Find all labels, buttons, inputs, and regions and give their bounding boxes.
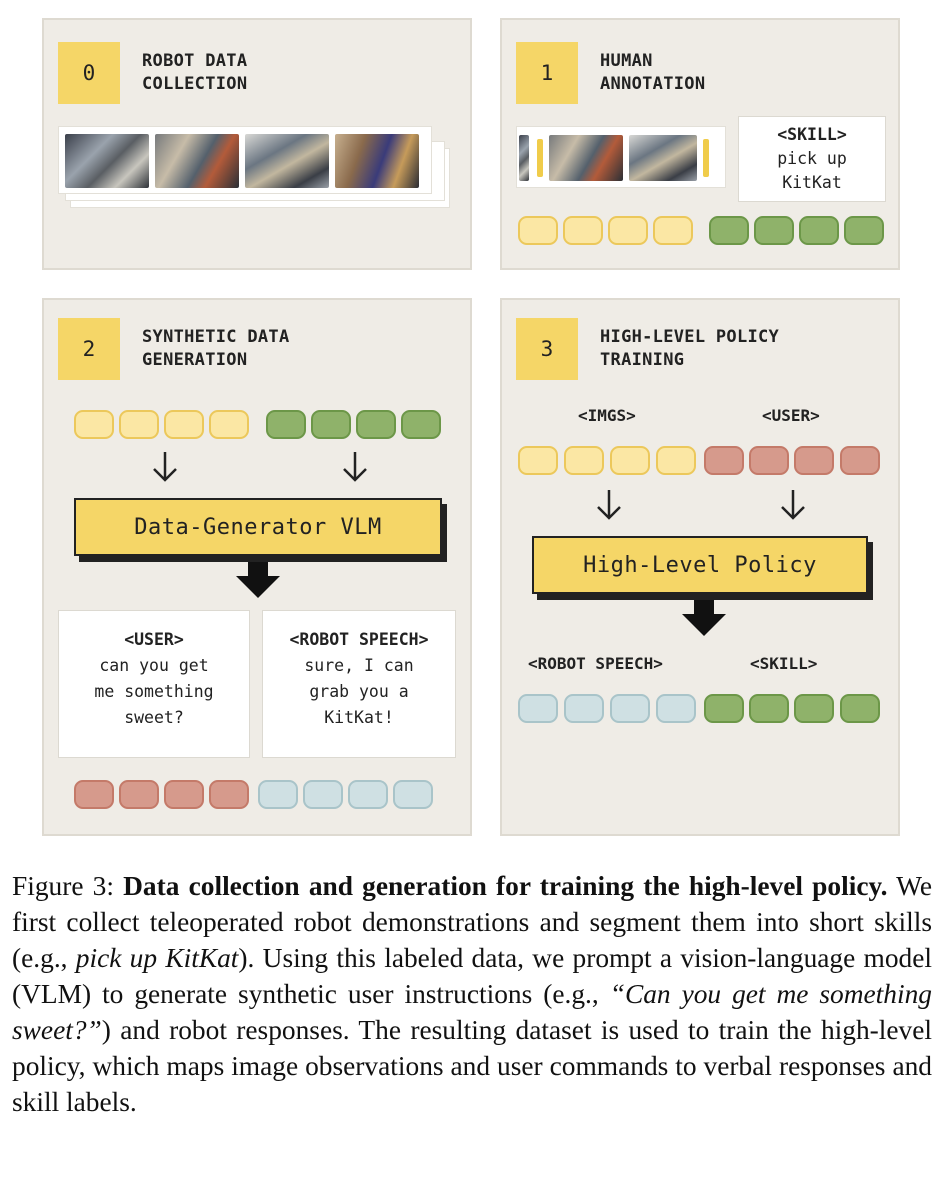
user-instruction-box: <USER> can you get me something sweet? bbox=[58, 610, 250, 758]
user-token bbox=[164, 780, 204, 809]
robot-speech-output-label: <ROBOT SPEECH> bbox=[528, 654, 663, 673]
skill-token bbox=[794, 694, 834, 723]
image-token bbox=[119, 410, 159, 439]
robot-speech-text: sure, I can grab you a KitKat! bbox=[304, 656, 414, 727]
camera-frame-image bbox=[65, 134, 149, 188]
panel-title: HUMAN ANNOTATION bbox=[600, 51, 706, 94]
user-token bbox=[840, 446, 880, 475]
user-token bbox=[74, 780, 114, 809]
robot-speech-box: <ROBOT SPEECH> sure, I can grab you a Ki… bbox=[262, 610, 456, 758]
caption-text: ). Using this labeled data, we prompt a … bbox=[12, 943, 933, 1009]
user-input-label: <USER> bbox=[762, 406, 820, 425]
image-token bbox=[608, 216, 648, 245]
thick-down-arrow-icon bbox=[682, 600, 726, 636]
down-arrow-icon bbox=[153, 452, 177, 482]
panel-synthetic-data-generation: 2 SYNTHETIC DATA GENERATION Data-Generat… bbox=[42, 298, 472, 836]
imgs-input-label: <IMGS> bbox=[578, 406, 636, 425]
caption-text: ) and robot responses. The resulting dat… bbox=[12, 1015, 932, 1117]
film-strip bbox=[58, 126, 432, 194]
down-arrow-icon bbox=[597, 490, 621, 520]
panel-human-annotation: 1 HUMAN ANNOTATION <SKILL> pick up KitKa… bbox=[500, 18, 900, 270]
caption-italic-example: “Can you get me something sweet?” bbox=[12, 979, 932, 1045]
speech-token bbox=[564, 694, 604, 723]
segmented-film-strip bbox=[516, 126, 726, 188]
segment-marker bbox=[703, 139, 709, 177]
skill-token bbox=[709, 216, 749, 245]
user-token bbox=[209, 780, 249, 809]
user-tag: <USER> bbox=[124, 630, 184, 649]
speech-token bbox=[518, 694, 558, 723]
image-token bbox=[564, 446, 604, 475]
speech-token bbox=[258, 780, 298, 809]
camera-frame-image bbox=[335, 134, 419, 188]
speech-token bbox=[610, 694, 650, 723]
skill-text: pick up KitKat bbox=[777, 149, 847, 192]
skill-token bbox=[799, 216, 839, 245]
skill-token bbox=[844, 216, 884, 245]
panel-title: SYNTHETIC DATA GENERATION bbox=[142, 327, 290, 370]
camera-frame-image bbox=[629, 135, 697, 181]
skill-label-box: <SKILL> pick up KitKat bbox=[738, 116, 886, 202]
high-level-policy-block: High-Level Policy bbox=[532, 536, 868, 594]
caption-bold-title: Data collection and generation for train… bbox=[123, 871, 888, 901]
user-token bbox=[749, 446, 789, 475]
image-token bbox=[610, 446, 650, 475]
image-token bbox=[518, 216, 558, 245]
speech-token bbox=[348, 780, 388, 809]
robot-speech-tag: <ROBOT SPEECH> bbox=[289, 630, 429, 649]
figure-caption: Figure 3: Data collection and generation… bbox=[12, 868, 932, 1120]
camera-frame-image bbox=[549, 135, 623, 181]
caption-prefix: Figure 3: bbox=[12, 871, 124, 901]
camera-frame-image bbox=[519, 135, 529, 181]
skill-token bbox=[754, 216, 794, 245]
speech-token bbox=[393, 780, 433, 809]
panel-robot-data-collection: 0 ROBOT DATA COLLECTION bbox=[42, 18, 472, 270]
down-arrow-icon bbox=[343, 452, 367, 482]
skill-token bbox=[401, 410, 441, 439]
camera-frame-image bbox=[155, 134, 239, 188]
skill-token bbox=[356, 410, 396, 439]
skill-token bbox=[840, 694, 880, 723]
image-token bbox=[656, 446, 696, 475]
segment-marker bbox=[537, 139, 543, 177]
caption-text: We first collect teleoperated robot demo… bbox=[12, 871, 932, 973]
image-token bbox=[653, 216, 693, 245]
thick-down-arrow-icon bbox=[236, 562, 280, 598]
image-token bbox=[164, 410, 204, 439]
step-number-badge: 3 bbox=[516, 318, 578, 380]
camera-frame-image bbox=[245, 134, 329, 188]
user-token bbox=[119, 780, 159, 809]
step-number-badge: 1 bbox=[516, 42, 578, 104]
image-token bbox=[518, 446, 558, 475]
skill-token bbox=[704, 694, 744, 723]
panel-high-level-policy-training: 3 HIGH-LEVEL POLICY TRAINING <IMGS> <USE… bbox=[500, 298, 900, 836]
user-token bbox=[704, 446, 744, 475]
image-token bbox=[74, 410, 114, 439]
skill-token bbox=[266, 410, 306, 439]
data-generator-vlm-block: Data-Generator VLM bbox=[74, 498, 442, 556]
caption-italic-example: pick up KitKat bbox=[75, 943, 239, 973]
down-arrow-icon bbox=[781, 490, 805, 520]
skill-tag: <SKILL> bbox=[777, 125, 847, 144]
image-token bbox=[563, 216, 603, 245]
speech-token bbox=[656, 694, 696, 723]
user-instruction-text: can you get me something sweet? bbox=[94, 656, 214, 727]
user-token bbox=[794, 446, 834, 475]
speech-token bbox=[303, 780, 343, 809]
skill-token bbox=[749, 694, 789, 723]
image-token bbox=[209, 410, 249, 439]
skill-output-label: <SKILL> bbox=[750, 654, 818, 673]
skill-token bbox=[311, 410, 351, 439]
panel-title: HIGH-LEVEL POLICY TRAINING bbox=[600, 327, 780, 370]
step-number-badge: 0 bbox=[58, 42, 120, 104]
panel-title: ROBOT DATA COLLECTION bbox=[142, 51, 248, 94]
step-number-badge: 2 bbox=[58, 318, 120, 380]
